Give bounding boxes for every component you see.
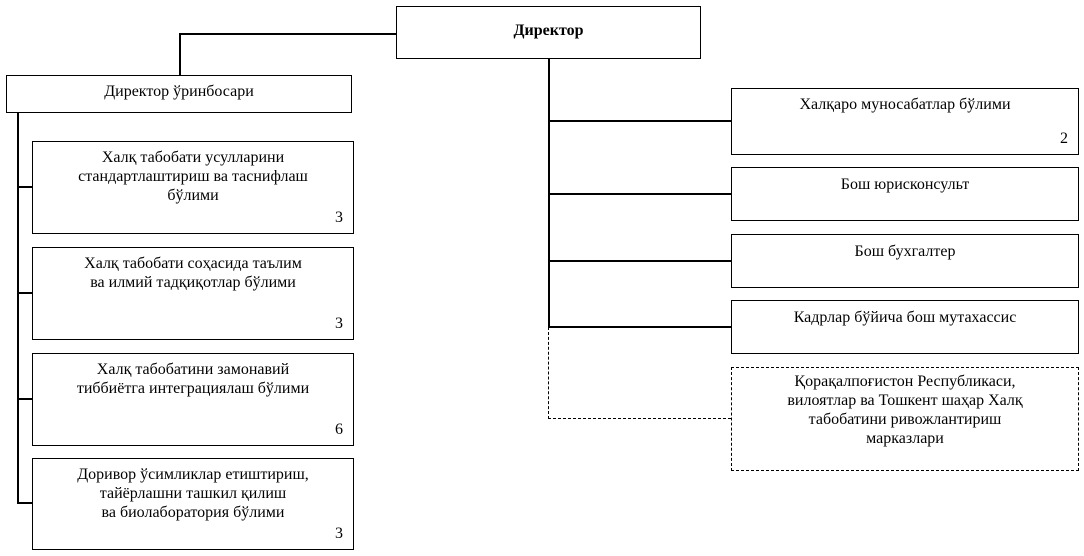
department-international-relations: Халқаро муносабатлар бўлими 2	[731, 88, 1079, 155]
connector-director-deputy-v	[179, 33, 181, 75]
staff-count: 3	[335, 315, 343, 332]
department-label-line: стандартлаштириш ва таснифлаш	[78, 168, 308, 185]
staff-count: 6	[335, 421, 343, 438]
department-label-line: вилоятлар ва Тошкент шаҳар Халқ	[787, 392, 1023, 409]
department-integration: Халқ табобатини замонавий тиббиётга инте…	[32, 353, 354, 446]
department-label-line: Бош юрисконсульт	[840, 176, 970, 193]
department-label-line: Бош бухгалтер	[854, 243, 956, 260]
department-label: Кадрлар бўйича бош мутахассис	[732, 308, 1078, 327]
department-label: Халқаро муносабатлар бўлими	[732, 95, 1078, 114]
department-label-line: Халқаро муносабатлар бўлими	[799, 96, 1011, 113]
connector-director-deputy-h	[179, 33, 396, 35]
department-label-line: марказлари	[866, 430, 944, 447]
department-label: Бош бухгалтер	[732, 242, 1078, 261]
staff-count: 2	[1060, 130, 1068, 147]
department-label: Халқ табобати усулларини стандартлаштири…	[33, 148, 353, 205]
connector-left-4	[17, 502, 32, 504]
department-education-research: Халқ табобати соҳасида таълим ва илмий т…	[32, 247, 354, 340]
department-label-line: табобатини ривожлантириш	[808, 411, 1002, 428]
department-label-line: ва биолаборатория бўлими	[101, 504, 285, 521]
department-label: Халқ табобатини замонавий тиббиётга инте…	[33, 360, 353, 398]
department-label-line: Халқ табобати соҳасида таълим	[84, 255, 302, 272]
department-label-line: бўлими	[167, 187, 219, 204]
connector-right-4	[548, 326, 731, 328]
connector-right-1	[548, 120, 731, 122]
department-label: Қорақалпоғистон Республикаси, вилоятлар …	[732, 372, 1078, 448]
department-label-line: ва илмий тадқиқотлар бўлими	[90, 274, 296, 291]
connector-right-3	[548, 260, 731, 262]
deputy-label: Директор ўринбосари	[104, 83, 254, 100]
department-standardization: Халқ табобати усулларини стандартлаштири…	[32, 141, 354, 234]
connector-right-dashed-h	[548, 418, 731, 419]
department-label: Халқ табобати соҳасида таълим ва илмий т…	[33, 254, 353, 292]
regional-centers: Қорақалпоғистон Республикаси, вилоятлар …	[731, 367, 1079, 471]
connector-left-2	[17, 292, 32, 294]
staff-count: 3	[335, 525, 343, 542]
department-label-line: тайёрлашни ташкил қилиш	[99, 485, 287, 502]
department-label-line: Доривор ўсимликлар етиштириш,	[77, 466, 309, 483]
director-label: Директор	[513, 22, 584, 39]
department-label-line: Халқ табобатини замонавий	[96, 361, 290, 378]
staff-count: 3	[335, 209, 343, 226]
department-label-line: Қорақалпоғистон Республикаси,	[794, 373, 1016, 390]
connector-left-1	[17, 186, 32, 188]
chief-accountant: Бош бухгалтер	[731, 234, 1079, 288]
connector-left-spine	[17, 112, 19, 503]
connector-right-dashed-v	[548, 327, 549, 419]
connector-right-2	[548, 193, 731, 195]
department-label: Доривор ўсимликлар етиштириш, тайёрлашни…	[33, 465, 353, 522]
deputy-box: Директор ўринбосари	[6, 75, 352, 113]
department-label-line: тиббиётга интеграциялаш бўлими	[76, 380, 310, 397]
department-label: Бош юрисконсульт	[732, 175, 1078, 194]
chief-hr-specialist: Кадрлар бўйича бош мутахассис	[731, 300, 1079, 354]
director-box: Директор	[396, 6, 701, 59]
department-medicinal-plants: Доривор ўсимликлар етиштириш, тайёрлашни…	[32, 458, 354, 550]
chief-legal-counsel: Бош юрисконсульт	[731, 167, 1079, 221]
connector-left-3	[17, 398, 32, 400]
department-label-line: Кадрлар бўйича бош мутахассис	[793, 309, 1017, 326]
department-label-line: Халқ табобати усулларини	[101, 149, 285, 166]
